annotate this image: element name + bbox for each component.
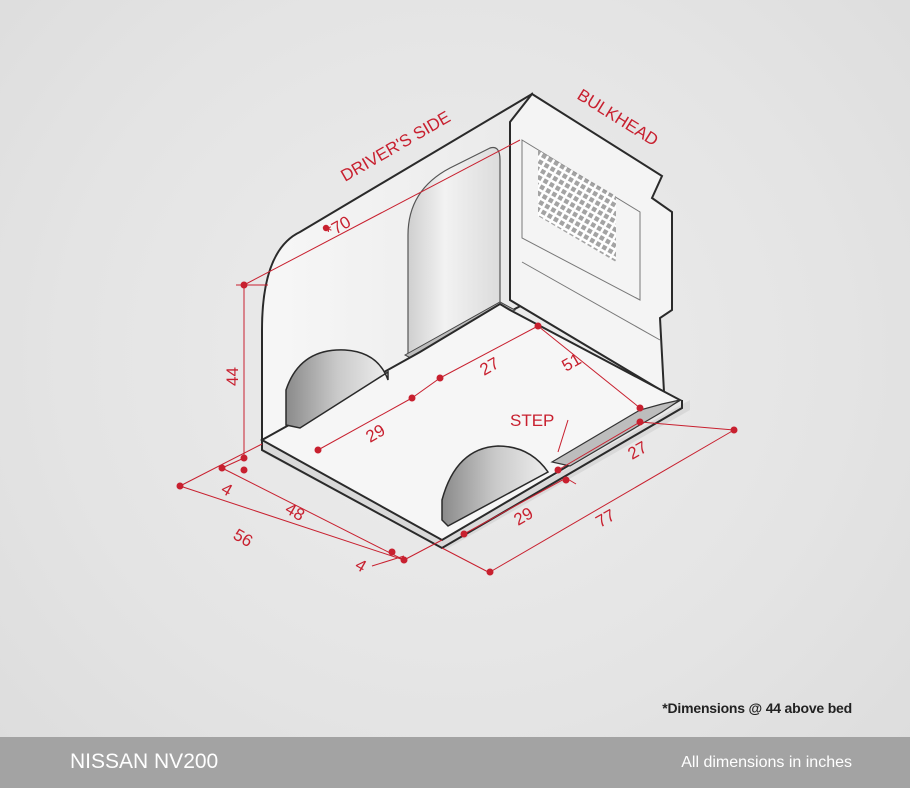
dim-56: 56 <box>230 525 256 551</box>
cargo-area-diagram: DRIVER'S SIDE BULKHEAD STEP 44 *70 51 27… <box>176 85 738 576</box>
dim-height: 44 <box>223 367 242 386</box>
dimension-points <box>176 224 738 576</box>
dim-4-right: 4 <box>352 555 370 576</box>
footer-note: All dimensions in inches <box>681 754 852 771</box>
bulkhead-lower-line <box>521 261 661 341</box>
bulkhead-vent <box>538 150 616 262</box>
dim-77: 77 <box>593 506 619 532</box>
footer-bar: NISSAN NV200 All dimensions in inches <box>0 737 910 788</box>
left-wheel-well <box>285 349 389 429</box>
side-door-opening <box>407 146 501 356</box>
right-wheel-well <box>441 445 550 527</box>
footer-title: NISSAN NV200 <box>70 750 219 773</box>
dim-4-left: 4 <box>218 479 236 500</box>
label-step: STEP <box>510 411 554 430</box>
footnote: *Dimensions @ 44 above bed <box>662 700 852 716</box>
